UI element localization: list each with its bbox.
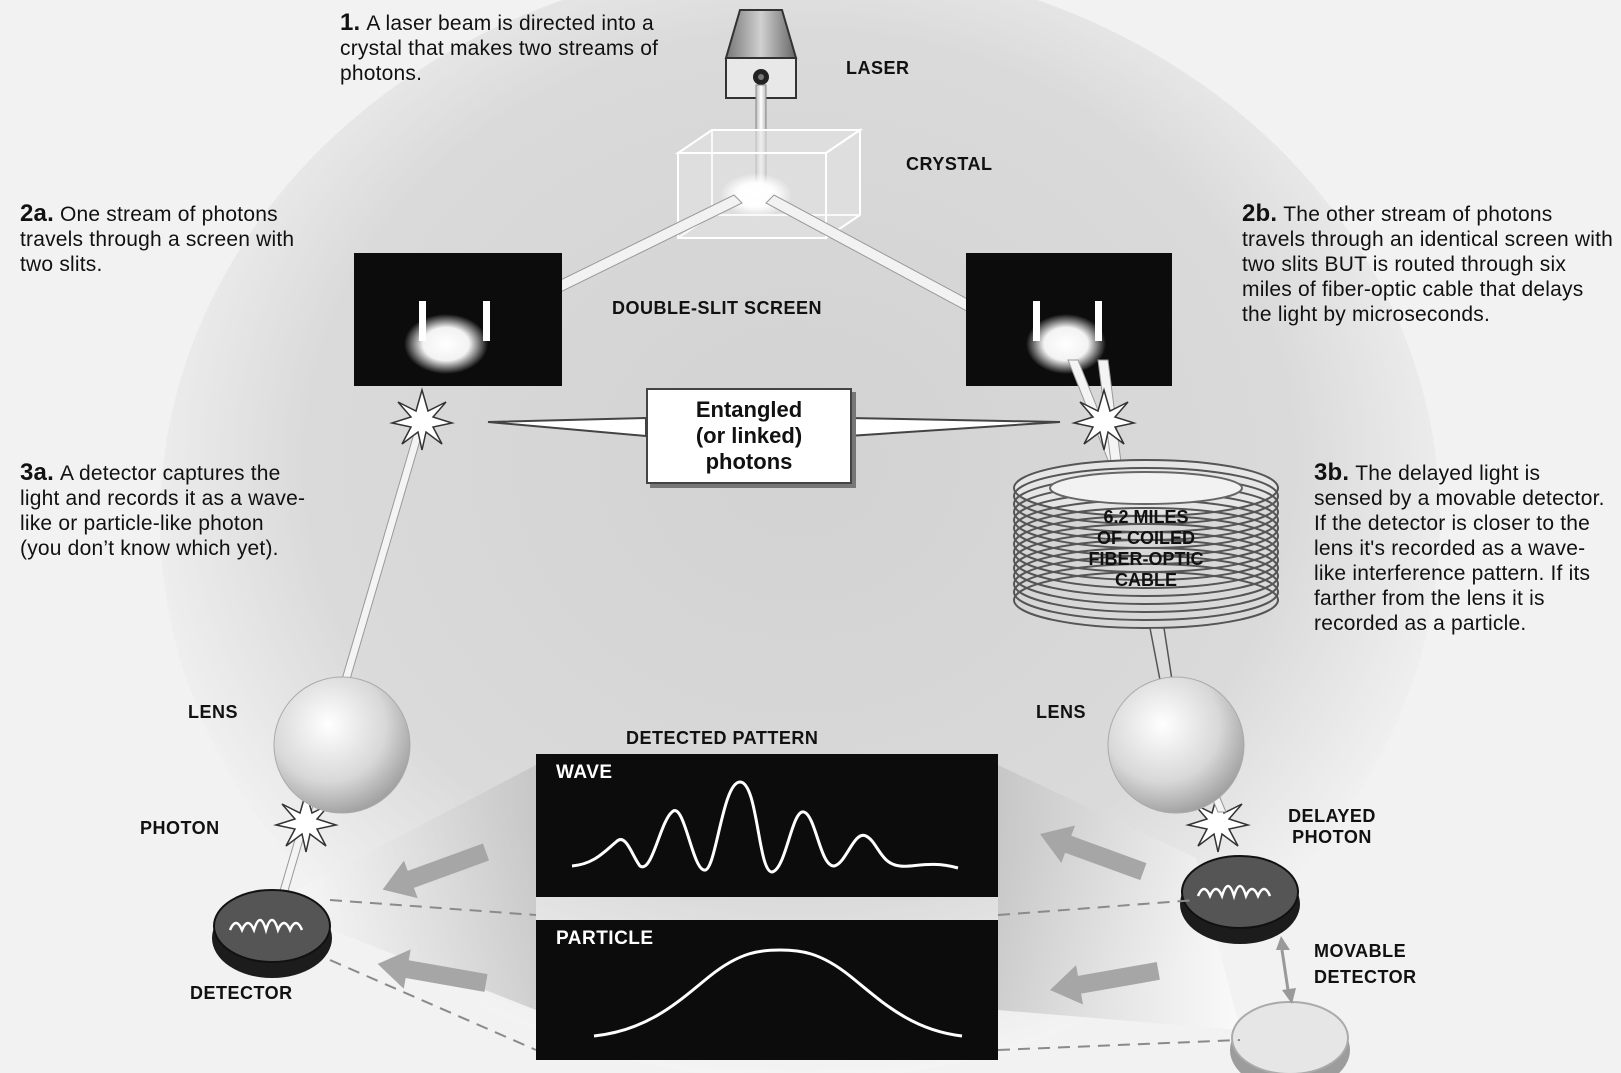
movable-detector-label: MOVABLE DETECTOR — [1314, 938, 1417, 990]
photon-burst-right-top — [1071, 387, 1137, 451]
particle-pattern-panel — [536, 920, 998, 1060]
movable-detector — [1180, 855, 1300, 944]
delayed-photon-label-line1: DELAYED — [1288, 806, 1376, 826]
step-2b: 2b.The other stream of photons travels t… — [1242, 201, 1614, 327]
step-3b: 3b.The delayed light is sensed by a mova… — [1314, 460, 1614, 636]
step-2b-text: The other stream of photons travels thro… — [1242, 203, 1614, 326]
cable-label-line4: CABLE — [1115, 570, 1177, 590]
step-2a-text: One stream of photons travels through a … — [20, 203, 295, 276]
dashed-guides — [329, 899, 1241, 1051]
step-1: 1.A laser beam is directed into a crysta… — [340, 10, 680, 86]
crystal-label: CRYSTAL — [906, 154, 993, 174]
crystal — [674, 128, 864, 240]
wave-panel-title: WAVE — [556, 762, 613, 783]
wave-interference-curve — [571, 780, 959, 874]
detector-label: DETECTOR — [190, 983, 293, 1003]
step-2b-number: 2b. — [1242, 200, 1278, 227]
left-lens — [273, 676, 411, 814]
delayed-photon-label: DELAYED PHOTON — [1272, 806, 1392, 848]
step-3b-number: 3b. — [1314, 459, 1350, 486]
arrow-left-upper — [382, 843, 490, 899]
left-double-slit-screen — [354, 253, 562, 386]
movable-detector-label-line2: DETECTOR — [1314, 967, 1417, 987]
cable-label-line2: OF COILED — [1097, 528, 1195, 548]
lens-right-label: LENS — [1036, 702, 1087, 722]
callout-line2: (or linked) — [695, 423, 803, 448]
step-1-text: A laser beam is directed into a crystal … — [340, 12, 659, 85]
step-2a-number: 2a. — [20, 200, 54, 227]
step-1-number: 1. — [340, 9, 361, 36]
movable-arrow — [1276, 936, 1296, 1004]
particle-panel-title: PARTICLE — [556, 928, 654, 949]
photon-burst-right-bottom — [1185, 789, 1251, 853]
right-lens — [1107, 676, 1245, 814]
arrow-right-lower — [1050, 962, 1160, 1005]
photon-label: PHOTON — [140, 818, 220, 838]
particle-distribution-curve — [593, 948, 963, 1038]
photon-burst-left-bottom — [273, 789, 339, 853]
left-detector — [212, 889, 332, 978]
step-3a-number: 3a. — [20, 459, 54, 486]
double-slit-label: DOUBLE-SLIT SCREEN — [612, 298, 823, 318]
detector-alt-position — [1230, 1001, 1350, 1073]
callout-line1: Entangled — [695, 397, 803, 422]
step-3b-text: The delayed light is sensed by a movable… — [1314, 462, 1605, 635]
fiber-optic-coil — [1013, 459, 1279, 629]
lens-left-label: LENS — [188, 702, 239, 722]
step-3a-text: A detector captures the light and record… — [20, 462, 306, 560]
arrow-left-lower — [377, 949, 488, 992]
step-3a: 3a.A detector captures the light and rec… — [20, 460, 310, 561]
step-2a: 2a.One stream of photons travels through… — [20, 201, 310, 277]
arrow-right-upper — [1040, 825, 1147, 881]
detected-pattern-label: DETECTED PATTERN — [626, 728, 819, 748]
delayed-photon-label-line2: PHOTON — [1292, 827, 1372, 847]
cable-label-line1: 6.2 MILES — [1103, 507, 1189, 527]
fiber-cable-label: 6.2 MILES OF COILED FIBER-OPTIC CABLE — [1048, 507, 1244, 591]
laser-label: LASER — [846, 58, 910, 78]
cable-label-line3: FIBER-OPTIC — [1088, 549, 1204, 569]
wave-pattern-panel — [536, 754, 998, 897]
movable-detector-label-line1: MOVABLE — [1314, 941, 1407, 961]
photon-burst-left-top — [389, 387, 455, 451]
entangled-photons-callout: Entangled (or linked) photons — [646, 388, 852, 484]
callout-line3: photons — [705, 449, 793, 474]
right-double-slit-screen — [966, 253, 1172, 386]
